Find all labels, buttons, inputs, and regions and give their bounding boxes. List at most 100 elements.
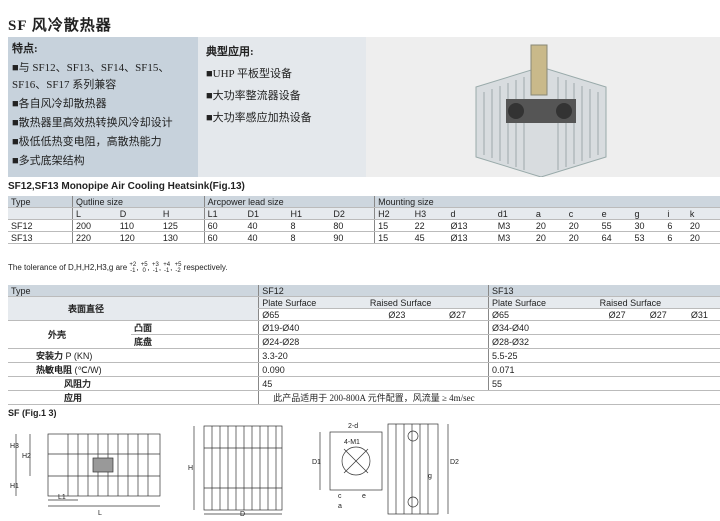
t2-type: Type [8,285,259,297]
feature-item: ■多式底架结构 [12,155,85,167]
cell: Ø23 [366,308,427,321]
feature-item: ■散热器里高效热转换风冷却设计 [12,117,173,129]
cell: 22 [411,219,448,232]
cell: 20 [686,231,720,244]
col-outline: Qutline size [72,196,205,208]
cell: Ø27 [637,308,679,321]
cell: 3.3-20 [258,348,489,363]
feature-item: SF16、SF17 系列兼容 [12,79,117,91]
col-header: e [598,207,632,220]
table-row: 热敏电阻 (℃/W) 0.090 0.071 [8,362,720,377]
tolerance-note: The tolerance of D,H,H2,H3,g are +2-1, +… [8,262,228,274]
table1-title: SF12,SF13 Monopipe Air Cooling Heatsink(… [8,181,245,192]
cell: 20 [532,231,566,244]
cell: 110 [116,219,160,232]
cell: M3 [494,231,533,244]
cell: Ø34-Ø40 [487,320,720,335]
col-header: a [532,207,566,220]
heatsink-image [366,37,720,178]
tol-upper: +4 [163,262,171,268]
col-header: L [71,207,117,220]
cell: 90 [330,231,375,244]
applications-panel: 典型应用: ■UHP 平板型设备 ■大功率整流器设备 ■大功率感应加热设备 [198,37,366,177]
tol-lower: 0 [142,268,146,274]
tol-lower: -1 [130,268,136,274]
page-title: SF 风冷散热器 [8,18,112,34]
table2: Type SF12 SF13 表面直径 Plate Surface Raised… [8,285,720,405]
t2-res-unit: (℃/W) [74,365,102,375]
t2-convex: 凸面 [131,320,259,335]
table-row: SF12 200 110 125 60 40 8 80 15 22 Ø13 M3… [8,219,720,232]
cell: 20 [565,219,599,232]
cell: 120 [116,231,160,244]
t2-shell: 外壳 [8,320,131,349]
table1-col-header: L D H L1 D1 H1 D2 H2 H3 d d1 a c e g i k [8,207,720,220]
col-header: H1 [287,207,331,220]
cell: Ø65 [487,308,597,321]
cell: 64 [598,231,632,244]
feature-item: ■极低低热变电阻，高散热能力 [12,136,162,148]
cell: Ø19-Ø40 [258,320,489,335]
features-heading: 特点: [12,43,38,55]
cell: 20 [686,219,720,232]
table1: Type Qutline size Arcpower lead size Mou… [8,196,720,244]
dim-label: g [428,473,432,480]
cell: Ø27 [596,308,638,321]
tol-upper: +5 [174,262,182,268]
cell: 125 [159,219,205,232]
dim-label: L [98,510,102,517]
t2-base: 底盘 [131,334,259,349]
col-mounting: Mounting size [374,196,720,208]
cell: 60 [203,219,245,232]
product-photo [366,37,720,178]
row-type: SF13 [8,231,73,244]
dim-label: H2 [22,453,31,460]
t2-sf12: SF12 [258,285,489,297]
dimension-drawings: H3 H1 H2 L L1 H D D1 D2 c e a 2-d 4-M1 g [10,423,459,518]
t2-force-cn: 安装力 [36,351,64,361]
col-header: d [447,207,495,220]
table1-group-header: Type Qutline size Arcpower lead size Mou… [8,196,720,208]
col-header: d1 [494,207,533,220]
cell: 15 [374,231,412,244]
cell: 80 [330,219,375,232]
dim-label: D1 [312,459,321,466]
cell: 8 [287,231,331,244]
cell: M3 [494,219,533,232]
dim-label: H3 [10,443,19,450]
table-row: 外壳 凸面 Ø19-Ø40 Ø34-Ø40 [8,320,720,349]
col-header: H [159,207,205,220]
col-header: H2 [374,207,412,220]
t2-mount-dia: 表面直径 [8,296,259,321]
tol-lower: -1 [152,268,159,274]
tol-upper: +5 [140,262,148,268]
tolerance-prefix: The tolerance of D,H,H2,H3,g are [8,263,128,273]
table2-header: Type SF12 SF13 [8,285,720,297]
t2-app-cn: 应用 [8,390,259,405]
cell: 40 [244,219,288,232]
dim-label: 2-d [348,423,358,430]
cell: 45 [411,231,448,244]
col-arcpower: Arcpower lead size [203,196,375,208]
table-row: SF13 220 120 130 60 40 8 90 15 45 Ø13 M3… [8,231,720,244]
feature-item: ■各自风冷却散热器 [12,98,107,110]
cell: Ø65 [258,308,367,321]
dim-label: L1 [58,494,66,501]
applications-heading: 典型应用: [206,46,254,58]
cell: Ø31 [678,308,720,321]
tol-fraction: +3-1 [152,262,159,274]
cell: 130 [159,231,205,244]
col-header: L1 [203,207,245,220]
tol-lower: -2 [175,268,181,274]
application-item: ■大功率整流器设备 [206,90,301,102]
t2-raised: Raised Surface [596,296,720,309]
tol-fraction: +2-1 [129,262,136,274]
table-row: 底盘 Ø24-Ø28 Ø28-Ø32 [8,334,720,349]
tol-fraction: +5-2 [175,262,182,274]
cell: 20 [565,231,599,244]
table-row: 安装力 P (KN) 3.3-20 5.5-25 [8,348,720,363]
dim-label: H [188,465,193,472]
t2-res-cn: 热敏电阻 [36,365,73,375]
table-row: 应用 此产品适用于 200-800A 元件配置，风流量 ≥ 4m/sec [8,390,720,405]
cell: 55 [487,376,720,391]
